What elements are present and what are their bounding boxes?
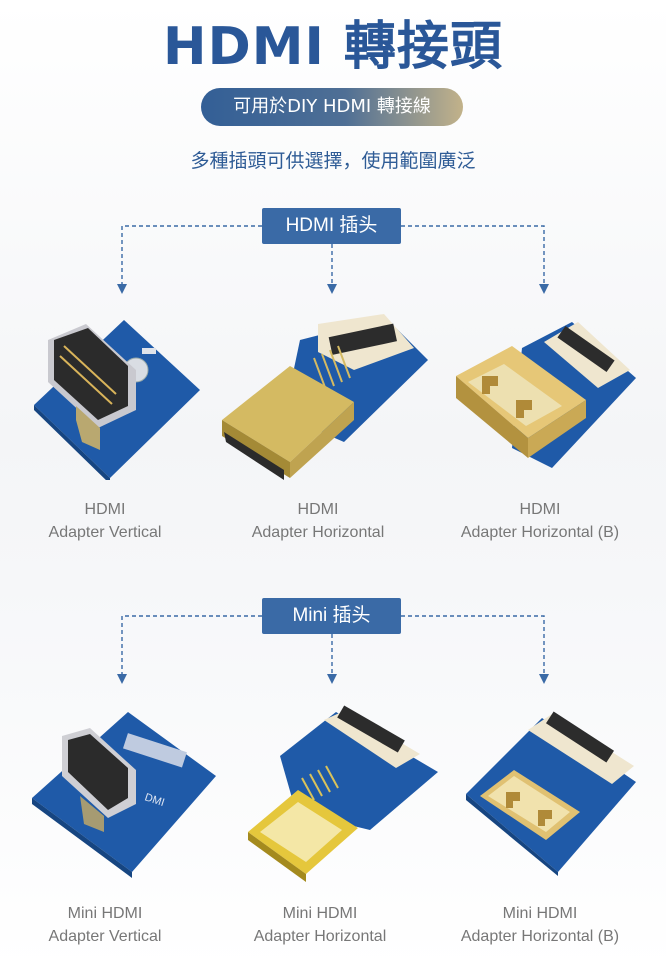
product-caption: Mini HDMI Adapter Vertical xyxy=(5,902,205,948)
caption-line2: Adapter Vertical xyxy=(48,524,162,541)
svg-text:DMI: DMI xyxy=(143,791,166,809)
hdmi-adapter-vertical-image xyxy=(34,320,200,480)
caption-line2: Adapter Horizontal (B) xyxy=(460,928,620,945)
line-mini-left xyxy=(121,615,262,678)
mini-hdmi-adapter-horizontal-image xyxy=(248,705,438,882)
arrow-down-icon xyxy=(539,674,549,684)
hdmi-adapter-horizontal-b-image xyxy=(456,322,636,468)
caption-line1: HDMI xyxy=(519,501,561,518)
page-subtitle: 多種插頭可供選擇，使用範圍廣泛 xyxy=(190,150,476,172)
mini-hdmi-adapter-horizontal-b-image xyxy=(466,711,636,876)
caption-line2: Adapter Horizontal (B) xyxy=(460,524,620,541)
section-label-mini: Mini 插头 xyxy=(262,598,401,634)
line-hdmi-right xyxy=(401,225,545,288)
caption-line1: HDMI xyxy=(84,501,126,518)
product-caption: Mini HDMI Adapter Horizontal xyxy=(220,902,420,948)
caption-line2: Adapter Horizontal xyxy=(251,524,385,541)
page-title: HDMI 轉接頭 xyxy=(163,17,503,77)
arrow-down-icon xyxy=(117,284,127,294)
caption-line1: Mini HDMI xyxy=(282,905,358,922)
mini-hdmi-adapter-vertical-image: DMI xyxy=(32,712,216,878)
caption-line1: Mini HDMI xyxy=(502,905,578,922)
product-caption: HDMI Adapter Horizontal (B) xyxy=(440,498,640,544)
arrow-down-icon xyxy=(327,674,337,684)
caption-line2: Adapter Vertical xyxy=(48,928,162,945)
line-hdmi-left xyxy=(121,225,262,288)
section-label-hdmi: HDMI 插头 xyxy=(262,208,401,244)
arrow-down-icon xyxy=(327,284,337,294)
product-caption: Mini HDMI Adapter Horizontal (B) xyxy=(440,902,640,948)
use-case-badge: 可用於DIY HDMI 轉接線 xyxy=(201,88,463,126)
product-caption: HDMI Adapter Vertical xyxy=(5,498,205,544)
arrow-down-icon xyxy=(117,674,127,684)
arrow-down-icon xyxy=(539,284,549,294)
caption-line1: HDMI xyxy=(297,501,339,518)
product-caption: HDMI Adapter Horizontal xyxy=(218,498,418,544)
caption-line1: Mini HDMI xyxy=(67,905,143,922)
hdmi-adapter-horizontal-image xyxy=(222,314,428,480)
caption-line2: Adapter Horizontal xyxy=(253,928,387,945)
line-mini-right xyxy=(401,615,545,678)
